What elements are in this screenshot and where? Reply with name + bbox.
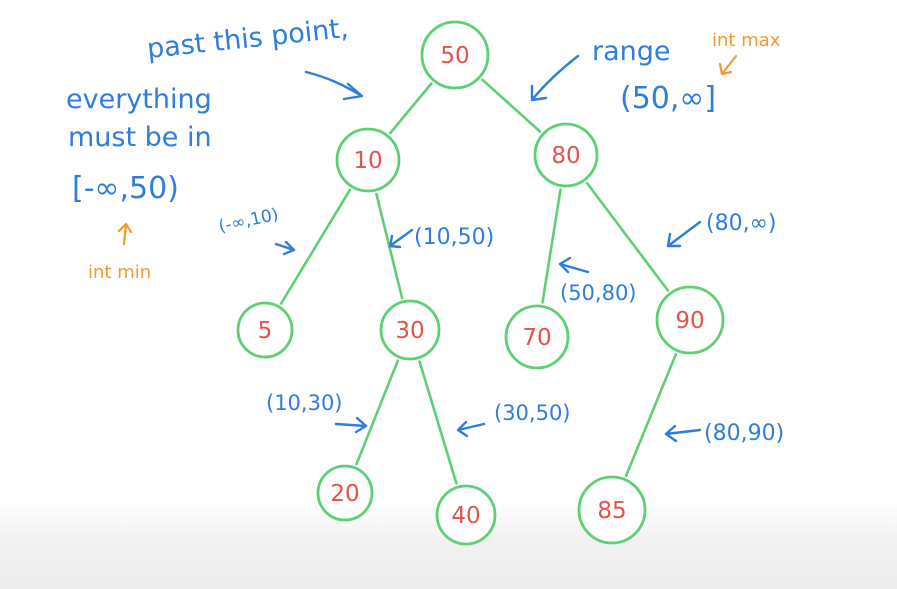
annotation-left-range: [-∞,50) — [72, 171, 179, 206]
annotation-range-50-80: (50,80) — [560, 281, 637, 305]
tree-node-20: 20 — [316, 464, 374, 522]
annotation-range-30-50: (30,50) — [494, 401, 571, 425]
annotation-past-point: past this point, — [145, 13, 349, 65]
tree-edge-50-10 — [388, 82, 433, 135]
arrow-80-inf-icon — [666, 220, 702, 248]
tree-node-label: 40 — [451, 503, 480, 529]
arrow-80-90-icon — [664, 424, 702, 443]
tree-edge-30-40 — [418, 360, 458, 485]
annotation-range-neg-inf-10: (-∞,10) — [217, 205, 280, 237]
tree-node-label: 80 — [551, 143, 580, 169]
arrow-range-icon — [530, 54, 580, 102]
tree-node-label: 20 — [330, 481, 359, 507]
tree-edge-10-5 — [279, 188, 352, 305]
tree-node-circle — [577, 475, 647, 545]
arrow-30-50-icon — [456, 420, 486, 438]
tree-node-circle — [236, 301, 294, 359]
tree-edge-50-80 — [481, 78, 542, 133]
annotation-range-80-inf: (80,∞) — [706, 211, 776, 236]
tree-node-10: 10 — [335, 127, 401, 193]
tree-node-label: 30 — [395, 318, 424, 344]
arrow-past-point-icon — [304, 70, 364, 101]
tree-edge-80-90 — [585, 181, 670, 292]
tree-node-70: 70 — [504, 304, 570, 370]
tree-node-label: 70 — [522, 325, 551, 351]
arrow-int-min-icon — [117, 222, 133, 246]
annotation-root-range: (50,∞] — [620, 81, 716, 116]
annotation-int-min: int min — [88, 262, 151, 283]
arrow-int-max-icon — [718, 54, 738, 76]
tree-node-label: 10 — [353, 148, 382, 174]
tree-node-circle — [379, 299, 441, 361]
arrow-10-30-icon — [334, 416, 368, 434]
tree-node-50: 50 — [420, 20, 490, 90]
arrow-10-50-icon — [388, 228, 414, 249]
tree-edge-30-20 — [355, 359, 400, 466]
annotation-texts: past this point, everything must be in [… — [66, 13, 784, 446]
tree-node-label: 5 — [258, 318, 273, 344]
tree-node-label: 90 — [675, 308, 704, 334]
tree-node-40: 40 — [435, 484, 497, 546]
tree-node-80: 80 — [533, 122, 599, 188]
tree-nodes: 50 10 80 5 30 70 90 20 40 85 — [236, 20, 725, 546]
tree-node-circle — [533, 122, 599, 188]
tree-node-circle — [420, 20, 490, 90]
arrow-neg-inf-10-icon — [274, 240, 296, 256]
tree-node-5: 5 — [236, 301, 294, 359]
annotation-must-be-in: must be in — [68, 122, 212, 153]
tree-edge-90-85 — [624, 352, 678, 478]
annotation-range-word: range — [592, 36, 671, 67]
annotation-range-10-30: (10,30) — [266, 391, 343, 415]
annotation-everything: everything — [66, 84, 212, 115]
annotation-range-10-50: (10,50) — [414, 225, 494, 250]
tree-node-label: 50 — [440, 43, 469, 69]
tree-node-circle — [335, 127, 401, 193]
tree-node-circle — [316, 464, 374, 522]
tree-edge-80-70 — [541, 188, 562, 304]
annotation-range-80-90: (80,90) — [704, 421, 784, 446]
tree-node-30: 30 — [379, 299, 441, 361]
annotation-int-max: int max — [712, 30, 781, 51]
tree-node-circle — [435, 484, 497, 546]
tree-edges — [279, 78, 678, 485]
tree-node-90: 90 — [655, 285, 725, 355]
arrow-50-80-icon — [558, 256, 590, 274]
tree-node-circle — [504, 304, 570, 370]
tree-node-circle — [655, 285, 725, 355]
tree-node-label: 85 — [597, 498, 626, 524]
annotation-arrows — [117, 54, 738, 443]
tree-node-85: 85 — [577, 475, 647, 545]
